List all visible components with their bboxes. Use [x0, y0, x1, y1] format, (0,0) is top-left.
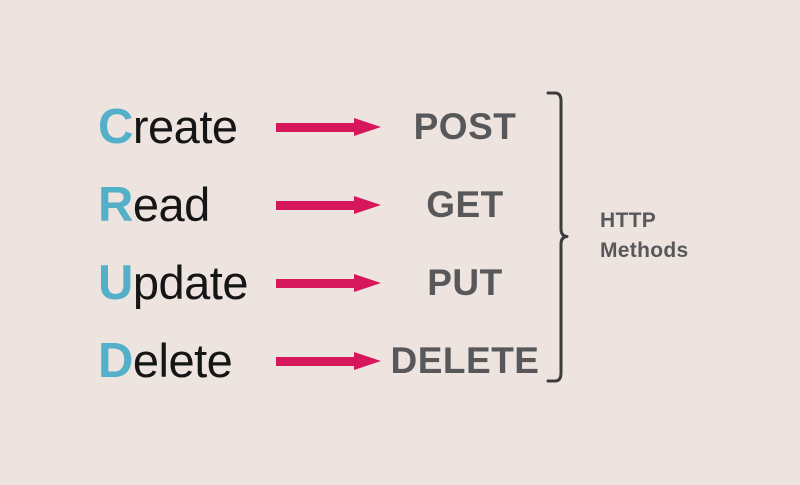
- crud-rest-letters: elete: [132, 334, 233, 387]
- crud-rest-letters: reate: [132, 100, 238, 153]
- brace-caption-line-1: HTTP: [600, 209, 657, 232]
- http-method-label: PUT: [427, 262, 503, 303]
- arrow-shaft: [276, 201, 358, 210]
- arrow-head: [354, 274, 381, 292]
- crud-initial-letter: C: [98, 100, 133, 154]
- crud-operation-label: Read: [98, 170, 210, 240]
- crud-initial-letter: U: [98, 256, 133, 310]
- arrow-shaft: [276, 123, 358, 132]
- arrow-head: [354, 118, 381, 136]
- curly-brace-right-icon: [538, 84, 580, 390]
- arrow-shaft: [276, 357, 358, 366]
- crud-rest-letters: ead: [132, 178, 210, 231]
- crud-mapping-row: Update PUT: [0, 248, 800, 318]
- crud-operation-label: Update: [98, 248, 249, 318]
- right-arrow-icon: [276, 196, 381, 215]
- http-method-label: DELETE: [390, 340, 540, 381]
- crud-operation-label: Delete: [98, 326, 233, 396]
- http-method-label: GET: [426, 184, 504, 225]
- right-arrow-icon: [276, 118, 381, 137]
- crud-mapping-row: Delete DELETE: [0, 326, 800, 396]
- brace-caption-line-2: Methods: [600, 239, 689, 262]
- crud-initial-letter: R: [98, 178, 133, 232]
- right-arrow-icon: [276, 352, 381, 371]
- right-arrow-icon: [276, 274, 381, 293]
- arrow-shaft: [276, 279, 358, 288]
- brace-caption: HTTP Methods: [600, 206, 760, 266]
- crud-initial-letter: D: [98, 334, 133, 388]
- crud-operation-label: Create: [98, 92, 238, 162]
- arrow-head: [354, 196, 381, 214]
- crud-mapping-row: Read GET: [0, 170, 800, 240]
- arrow-head: [354, 352, 381, 370]
- crud-mapping-row: Create POST: [0, 92, 800, 162]
- http-method-label: POST: [413, 106, 517, 147]
- crud-rest-letters: pdate: [132, 256, 249, 309]
